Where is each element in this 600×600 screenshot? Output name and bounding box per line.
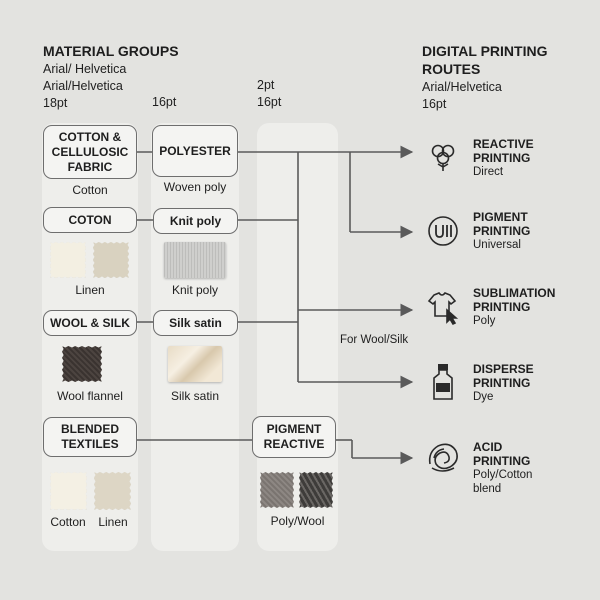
knit-poly-caption: Knit poly bbox=[171, 283, 219, 297]
swatch-poly-wool-herringbone bbox=[299, 472, 333, 508]
woven-poly-caption: Woven poly bbox=[163, 180, 227, 194]
route-disperse-title: DISPERSE PRINTING bbox=[473, 362, 534, 390]
silk-satin-box[interactable]: Silk satin bbox=[153, 310, 238, 336]
cotton-caption: Cotton bbox=[72, 183, 108, 197]
swatch-poly-wool-grey bbox=[260, 472, 294, 508]
route-acid-title: ACID PRINTING bbox=[473, 440, 531, 468]
material-groups-title: MATERIAL GROUPS bbox=[43, 43, 179, 59]
bottle-icon bbox=[423, 362, 463, 402]
route-disperse-sub: Dye bbox=[473, 391, 494, 403]
route-sublimation-title: SUBLIMATION PRINTING bbox=[473, 286, 556, 314]
blend-linen-caption: Linen bbox=[98, 515, 128, 529]
wool-silk-box[interactable]: WOOL & SILK bbox=[43, 310, 137, 336]
linen-caption: Linen bbox=[75, 283, 105, 297]
knit-poly-box[interactable]: Knit poly bbox=[153, 208, 238, 234]
pigment-ui-icon bbox=[423, 211, 463, 251]
swatch-cream bbox=[50, 242, 86, 278]
col1-size: 18pt bbox=[43, 96, 68, 110]
pigment-reactive-box[interactable]: PIGMENT REACTIVE bbox=[252, 416, 336, 458]
col3-stroke: 2pt bbox=[257, 78, 275, 92]
route-reactive-title: REACTIVE PRINTING bbox=[473, 137, 534, 165]
swatch-beige bbox=[93, 242, 129, 278]
route-pigment-sub: Universal bbox=[473, 239, 521, 251]
material-groups-header: MATERIAL GROUPS Arial/ Helvetica Arial/H… bbox=[43, 43, 179, 112]
col3-size: 16pt bbox=[257, 95, 282, 109]
route-sublimation-sub: Poly bbox=[473, 315, 496, 327]
printing-routes-title: DIGITAL PRINTING ROUTES bbox=[422, 43, 548, 77]
silk-satin-caption: Silk satin bbox=[170, 389, 220, 403]
route-pigment-title: PIGMENT PRINTING bbox=[473, 210, 531, 238]
swatch-knit-poly bbox=[164, 242, 226, 278]
wool-flannel-caption: Wool flannel bbox=[57, 389, 123, 403]
swatch-wool-flannel bbox=[62, 346, 102, 382]
font-note-1: Arial/ Helvetica bbox=[43, 62, 127, 76]
cotton-cellulosic-box[interactable]: COTTON & CELLULOSIC FABRIC bbox=[43, 125, 137, 179]
routes-size: 16pt bbox=[422, 97, 447, 111]
routes-font: Arial/Helvetica bbox=[422, 80, 502, 94]
font-note-2: Arial/Helvetica bbox=[43, 79, 123, 93]
column-panel-2 bbox=[151, 123, 239, 551]
blended-textiles-box[interactable]: BLENDED TEXTILES bbox=[43, 417, 137, 457]
route-acid-sub: Poly/Cotton blend bbox=[473, 469, 533, 495]
coton-box[interactable]: COTON bbox=[43, 207, 137, 233]
cotton-flower-icon bbox=[423, 136, 463, 176]
swatch-silk-satin bbox=[168, 346, 222, 382]
blend-cotton-caption: Cotton bbox=[50, 515, 86, 529]
printing-routes-header: DIGITAL PRINTING ROUTES Arial/Helvetica … bbox=[422, 43, 582, 113]
wool-swirl-icon bbox=[423, 437, 463, 477]
polyester-box[interactable]: POLYESTER bbox=[152, 125, 238, 177]
wool-silk-annotation: For Wool/Silk bbox=[340, 334, 409, 346]
poly-wool-caption: Poly/Wool bbox=[270, 514, 325, 528]
swatch-blend-linen bbox=[94, 472, 131, 510]
swatch-blend-cotton bbox=[50, 472, 87, 510]
shirt-cursor-icon bbox=[423, 288, 463, 328]
col2-size: 16pt bbox=[152, 95, 177, 109]
route-reactive-sub: Direct bbox=[473, 166, 504, 178]
